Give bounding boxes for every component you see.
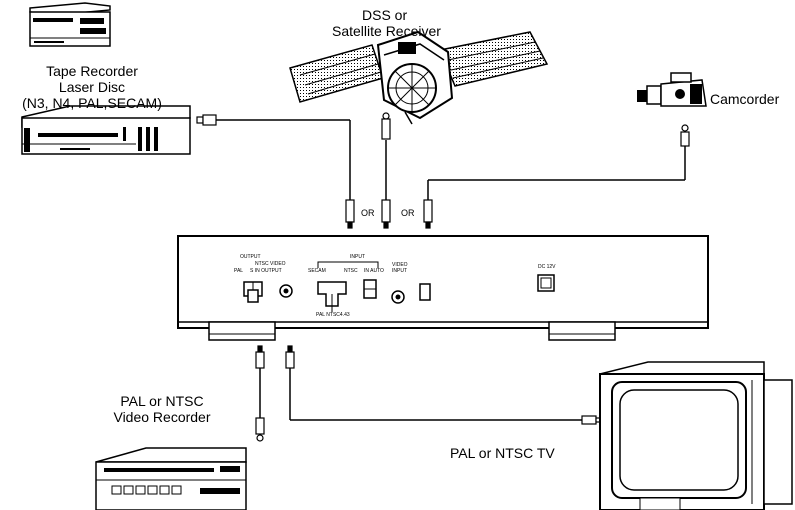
- converter-unit: [177, 235, 709, 341]
- secam-label: SECAM: [308, 268, 326, 274]
- pal-label: PAL: [234, 268, 243, 274]
- satellite-receiver-device: [289, 30, 549, 125]
- tv-label: PAL or NTSC TV: [450, 445, 555, 461]
- output-section: OUTPUT NTSC VIDEO PAL S IN OUTPUT: [234, 254, 293, 303]
- dc-in-jack[interactable]: [537, 274, 555, 292]
- video-output-jack[interactable]: [279, 284, 293, 298]
- output-label: OUTPUT: [240, 254, 261, 260]
- input-section: INPUT SECAM NTSC IN AUTO VIDEO INPUT PAL…: [308, 254, 431, 318]
- video-recorder-label-line1: PAL or NTSC: [120, 393, 203, 409]
- video-input-label-1: VIDEO: [392, 262, 408, 268]
- pal-ntsc-label: PAL NTSC4.43: [316, 312, 350, 318]
- tape-recorder-top-device: [29, 2, 111, 47]
- tape-recorder-label-line1: Tape Recorder: [46, 63, 138, 79]
- ntsc-label: NTSC: [344, 268, 358, 274]
- video-input-label-2: INPUT: [392, 268, 407, 274]
- dss-label-line1: DSS or: [362, 7, 407, 23]
- output-switch[interactable]: [243, 281, 263, 303]
- or-label-2: OR: [401, 208, 415, 218]
- tv-device: [599, 361, 793, 510]
- video-recorder-device: [95, 447, 247, 510]
- input-label: INPUT: [350, 254, 365, 260]
- input-mode-switch[interactable]: [363, 279, 377, 299]
- s-in-output-label: S IN OUTPUT: [250, 268, 282, 274]
- input-system-switch[interactable]: [317, 281, 347, 312]
- connector-plugs: [196, 112, 690, 442]
- auto-toggle-switch[interactable]: [419, 283, 431, 301]
- video-input-jack[interactable]: [391, 290, 405, 304]
- cables: [216, 119, 686, 421]
- ntsc-video-label: NTSC VIDEO: [255, 261, 286, 267]
- dc-in-label: DC 12V: [538, 264, 556, 270]
- in-auto-label: IN AUTO: [364, 268, 384, 274]
- tape-recorder-label-line3: (N3, N4, PAL,SECAM): [22, 95, 162, 111]
- camcorder-label: Camcorder: [710, 91, 780, 107]
- or-label-1: OR: [361, 208, 375, 218]
- dc-in-section: DC 12V: [537, 264, 556, 292]
- camcorder-device: [637, 72, 707, 107]
- tape-recorder-device: [21, 105, 191, 155]
- tape-recorder-label-line2: Laser Disc: [59, 79, 125, 95]
- video-recorder-label-line2: Video Recorder: [113, 409, 210, 425]
- dss-label-line2: Satellite Receiver: [332, 23, 441, 39]
